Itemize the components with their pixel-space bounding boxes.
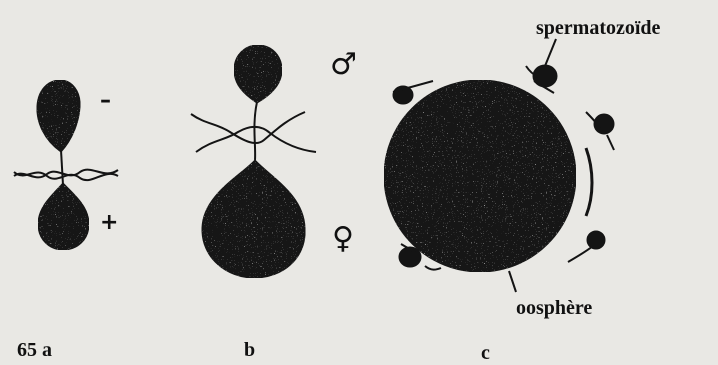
flagella-a [14, 150, 118, 185]
panel-c-label: c [481, 343, 490, 363]
spermatozoid-label: spermatozoïde [536, 18, 660, 38]
flagella-b [191, 102, 316, 160]
minus-gamete [37, 80, 80, 152]
panel-b-gametes [191, 45, 316, 278]
panel-b-label: b [244, 340, 255, 360]
oosphere-cell [384, 80, 576, 272]
female-symbol-icon: ♀ [332, 224, 354, 254]
male-symbol-icon: ♂ [330, 50, 357, 80]
panel-a-label: 65 a [17, 340, 52, 360]
female-gamete [202, 160, 305, 278]
oosphere-label: oosphère [516, 298, 592, 318]
plus-sign: + [100, 212, 118, 234]
panel-c-ovum [384, 39, 614, 292]
male-gamete [234, 45, 282, 103]
minus-sign: – [100, 90, 111, 112]
plus-gamete [38, 183, 89, 250]
